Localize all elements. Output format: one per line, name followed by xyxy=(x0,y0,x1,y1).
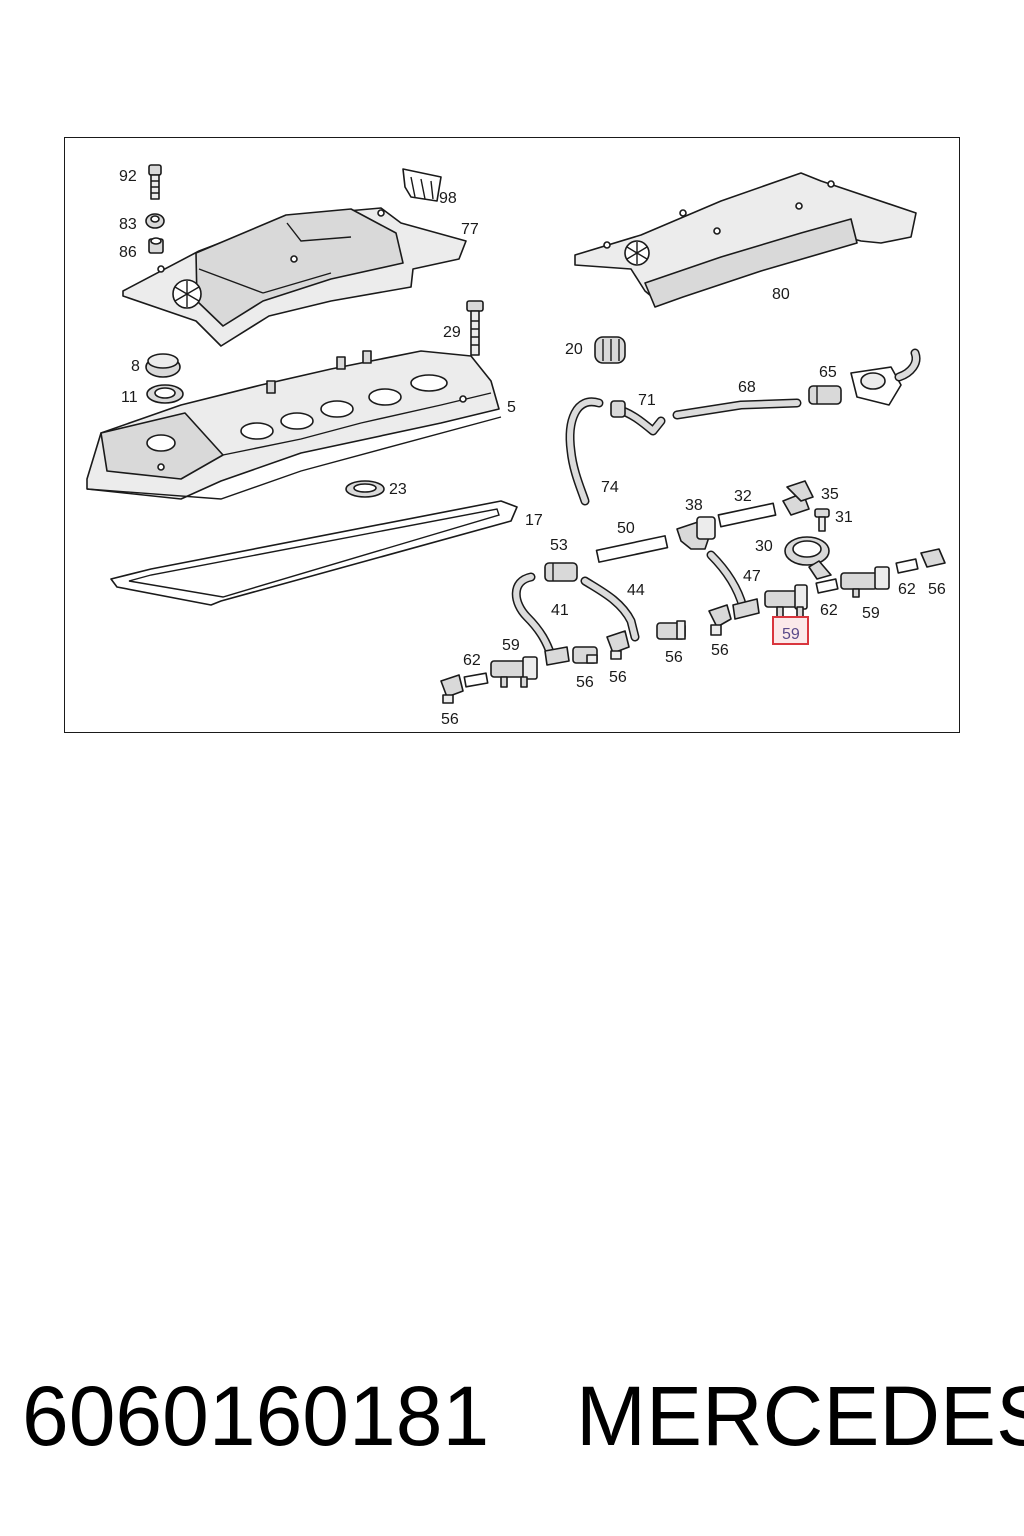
hose-50-part xyxy=(595,535,669,563)
seal-11-part xyxy=(146,384,184,404)
fitting-56-bottom-part xyxy=(440,674,464,704)
callout-44: 44 xyxy=(627,582,645,599)
bolt-29-part xyxy=(466,300,484,356)
fitting-56-lower-left-part xyxy=(572,646,598,664)
fitting-62-lower-part xyxy=(463,672,489,688)
fitting-tee-center-part xyxy=(732,584,808,620)
elbow-71-part xyxy=(610,400,666,436)
flange-30-part xyxy=(784,536,832,580)
callout-59-right: 59 xyxy=(862,605,880,622)
callout-labels: 92 98 83 86 77 29 8 11 5 23 17 80 20 71 … xyxy=(119,168,946,728)
fitting-56-far-right-part xyxy=(920,548,946,568)
hose-44-part xyxy=(580,576,640,642)
highlighted-callout-59[interactable]: 59 xyxy=(772,616,809,645)
engine-cover-part xyxy=(122,207,467,347)
fitting-56-lower-mid-part xyxy=(606,630,630,660)
bolt-31-part xyxy=(814,508,830,532)
gasket-17-part xyxy=(110,500,518,606)
cylinder-head-cover-part xyxy=(86,350,502,500)
callout-30: 30 xyxy=(755,538,773,555)
callout-29: 29 xyxy=(443,324,461,341)
brand-name: MERCEDES xyxy=(576,1369,1024,1463)
callout-83: 83 xyxy=(119,216,137,233)
seal-23-part xyxy=(345,480,385,498)
callout-59-lower: 59 xyxy=(502,637,520,654)
clip-98-part xyxy=(402,168,442,202)
grommet-83-part xyxy=(145,213,165,229)
breather-flange-part xyxy=(850,348,921,406)
callout-20: 20 xyxy=(565,341,583,358)
engine-cover-80-part xyxy=(574,172,917,308)
callout-56-f: 56 xyxy=(928,581,946,598)
callout-80: 80 xyxy=(772,286,790,303)
callout-65: 65 xyxy=(819,364,837,381)
callout-56-e: 56 xyxy=(441,711,459,728)
hose-68-part xyxy=(672,398,802,420)
hose-74-part xyxy=(565,397,604,506)
callout-77: 77 xyxy=(461,221,479,238)
callout-50: 50 xyxy=(617,520,635,537)
callout-47: 47 xyxy=(743,568,761,585)
fitting-56-center-part xyxy=(708,604,732,636)
highlight-box xyxy=(772,616,809,645)
spacer-86-part xyxy=(148,237,164,254)
callout-62-center: 62 xyxy=(820,602,838,619)
hose-47-part xyxy=(706,550,748,612)
callout-98: 98 xyxy=(439,190,457,207)
tee-59-right-part xyxy=(840,566,890,598)
fitting-56-44end-part xyxy=(656,620,686,640)
callout-56-c: 56 xyxy=(665,649,683,666)
cap-8-part xyxy=(145,353,181,378)
tee-38-part xyxy=(676,516,716,550)
exploded-parts-diagram: 92 98 83 86 77 29 8 11 5 23 17 80 20 71 … xyxy=(64,137,960,733)
callout-5: 5 xyxy=(507,399,516,416)
fitting-62-right-part xyxy=(815,578,839,594)
connector-65-part xyxy=(808,385,842,405)
callout-56-b: 56 xyxy=(609,669,627,686)
callout-56-d: 56 xyxy=(711,642,729,659)
callout-71: 71 xyxy=(638,392,656,409)
bolt-92-part xyxy=(148,164,162,200)
callout-62-lower: 62 xyxy=(463,652,481,669)
hose-41-part xyxy=(511,572,556,660)
callout-31: 31 xyxy=(835,509,853,526)
callout-8: 8 xyxy=(131,358,140,375)
callout-38: 38 xyxy=(685,497,703,514)
connector-53-part xyxy=(544,562,578,582)
fitting-62-far-right-part xyxy=(895,558,919,574)
callout-62-right: 62 xyxy=(898,581,916,598)
callout-92: 92 xyxy=(119,168,137,185)
tee-59-lower-part xyxy=(490,646,570,688)
elbow-35-part xyxy=(782,480,814,516)
callout-17: 17 xyxy=(525,512,543,529)
callout-23: 23 xyxy=(389,481,407,498)
diagram-canvas: 92 98 83 86 77 29 8 11 5 23 17 80 20 71 … xyxy=(86,164,946,728)
callout-86: 86 xyxy=(119,244,137,261)
callout-53: 53 xyxy=(550,537,568,554)
callout-56-a: 56 xyxy=(576,674,594,691)
footer-caption: 6060160181 MERCEDES xyxy=(22,1368,1024,1468)
part-number: 6060160181 xyxy=(22,1369,490,1463)
callout-35: 35 xyxy=(821,486,839,503)
callout-41: 41 xyxy=(551,602,569,619)
plug-20-part xyxy=(594,336,626,364)
callout-74: 74 xyxy=(601,479,619,496)
callout-32: 32 xyxy=(734,488,752,505)
callout-11: 11 xyxy=(121,389,138,406)
callout-68: 68 xyxy=(738,379,756,396)
highlighted-callout-text: 59 xyxy=(782,626,800,643)
hose-32-part xyxy=(717,502,777,528)
